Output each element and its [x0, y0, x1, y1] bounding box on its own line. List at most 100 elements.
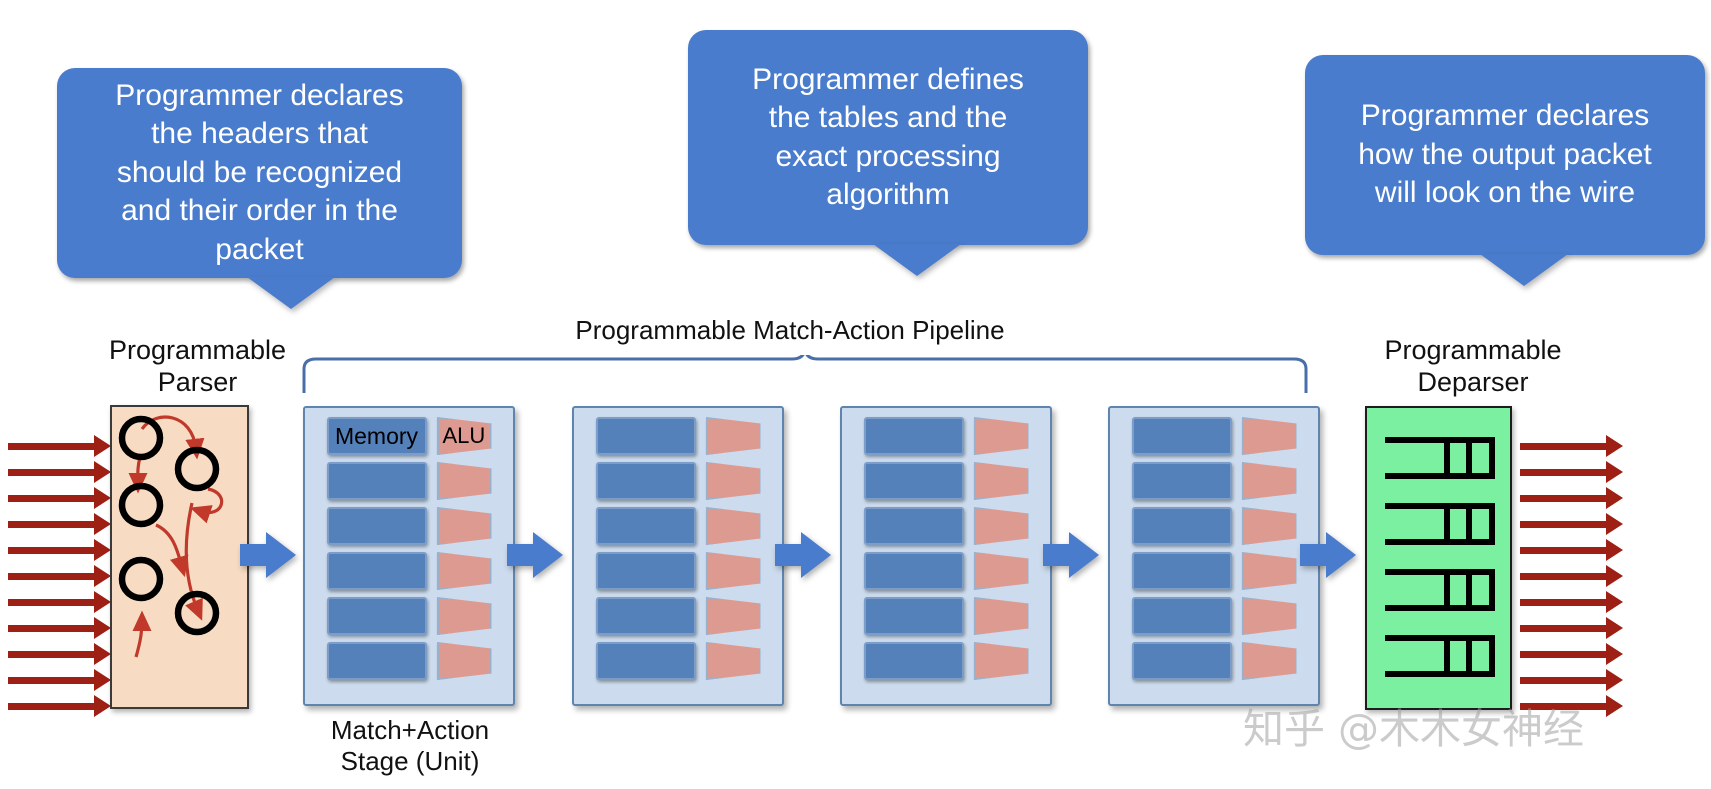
alu-cell — [973, 507, 1029, 545]
alu-cell — [436, 507, 492, 545]
callout-parser-text: Programmer declares the headers that sho… — [115, 79, 404, 266]
memory-cell — [595, 642, 696, 680]
output-packet-icon — [1385, 635, 1495, 677]
output-packet-icon — [1385, 569, 1495, 611]
alu-cell — [705, 507, 761, 545]
alu-cell — [705, 552, 761, 590]
alu-cell — [973, 552, 1029, 590]
packet-in-arrow-icon — [8, 695, 111, 717]
memory-cell — [1131, 417, 1232, 455]
packet-out-arrow-icon — [1520, 591, 1623, 613]
memory-cell — [595, 552, 696, 590]
packet-in-arrow-icon — [8, 591, 111, 613]
callout-pipeline: Programmer defines the tables and the ex… — [688, 30, 1088, 276]
alu-cell — [436, 552, 492, 590]
packet-in-arrow-icon — [8, 461, 111, 483]
packet-out-arrow-icon — [1520, 487, 1623, 509]
alu-cell — [1241, 507, 1297, 545]
memory-cell — [1131, 552, 1232, 590]
alu-cell — [705, 417, 761, 455]
packet-in-arrow-icon — [8, 669, 111, 691]
alu-column — [973, 417, 1029, 680]
packet-in-arrow-icon — [8, 513, 111, 535]
memory-cell — [863, 552, 964, 590]
programmable-deparser-block — [1365, 406, 1512, 710]
callout-tail-icon — [873, 244, 961, 276]
alu-cell — [1241, 552, 1297, 590]
flow-arrow-icon — [240, 532, 296, 578]
packet-out-arrow-icon — [1520, 669, 1623, 691]
packet-out-arrow-icon — [1520, 617, 1623, 639]
alu-column — [1241, 417, 1297, 680]
flow-arrow-icon — [1300, 532, 1356, 578]
alu-cell: ALU — [436, 417, 492, 455]
memory-cell — [595, 507, 696, 545]
memory-cell — [863, 597, 964, 635]
memory-cell — [326, 642, 427, 680]
packet-in-arrow-icon — [8, 617, 111, 639]
packet-in-arrow-icon — [8, 565, 111, 587]
callout-parser: Programmer declares the headers that sho… — [57, 68, 462, 309]
packet-in-arrow-icon — [8, 487, 111, 509]
packet-in-arrow-icon — [8, 435, 111, 457]
memory-cell — [595, 417, 696, 455]
alu-cell — [705, 597, 761, 635]
alu-cell — [1241, 597, 1297, 635]
memory-column — [1131, 417, 1232, 680]
flow-arrow-icon — [507, 532, 563, 578]
memory-cell: Memory — [326, 417, 427, 455]
parser-caption: Programmable Parser — [108, 335, 287, 397]
parser-state-graph-icon — [118, 415, 224, 658]
callout-pipeline-text: Programmer defines the tables and the ex… — [752, 62, 1024, 211]
memory-cell — [1131, 507, 1232, 545]
memory-cell — [863, 642, 964, 680]
packet-out-arrow-icon — [1520, 435, 1623, 457]
alu-cell — [1241, 417, 1297, 455]
memory-cell — [863, 417, 964, 455]
callout-deparser: Programmer declares how the output packe… — [1305, 55, 1705, 286]
packet-out-arrow-icon — [1520, 565, 1623, 587]
pipeline-caption: Programmable Match-Action Pipeline — [575, 315, 1005, 345]
packet-in-arrow-icon — [8, 643, 111, 665]
callout-deparser-text: Programmer declares how the output packe… — [1358, 99, 1652, 210]
match-action-stage — [572, 406, 784, 706]
output-packet-icon — [1385, 437, 1495, 479]
stage-caption: Match+Action Stage (Unit) — [330, 715, 490, 776]
flow-arrow-icon — [1043, 532, 1099, 578]
alu-cell — [1241, 642, 1297, 680]
memory-cell — [1131, 597, 1232, 635]
packet-in-arrow-icon — [8, 539, 111, 561]
memory-cell — [326, 462, 427, 500]
memory-cell — [595, 462, 696, 500]
output-packet-icon — [1385, 503, 1495, 545]
packet-out-arrow-icon — [1520, 643, 1623, 665]
alu-cell — [705, 642, 761, 680]
match-action-stage — [840, 406, 1052, 706]
pipeline-brace-icon — [302, 355, 1308, 393]
alu-cell — [1241, 462, 1297, 500]
watermark: 知乎 @木木女神经 — [1243, 705, 1585, 753]
memory-cell — [326, 597, 427, 635]
memory-cell — [863, 507, 964, 545]
alu-column — [705, 417, 761, 680]
alu-cell — [973, 642, 1029, 680]
memory-cell — [326, 507, 427, 545]
packet-out-arrow-icon — [1520, 539, 1623, 561]
alu-cell — [973, 417, 1029, 455]
memory-cell — [1131, 462, 1232, 500]
alu-cell — [436, 462, 492, 500]
packet-out-arrow-icon — [1520, 461, 1623, 483]
alu-cell — [973, 462, 1029, 500]
memory-column: Memory — [326, 417, 427, 680]
programmable-parser-block — [110, 405, 249, 709]
alu-cell — [973, 597, 1029, 635]
callout-tail-icon — [1480, 254, 1568, 286]
memory-cell — [863, 462, 964, 500]
alu-cell — [436, 642, 492, 680]
memory-cell — [1131, 642, 1232, 680]
match-action-stage — [1108, 406, 1320, 706]
callout-tail-icon — [247, 277, 335, 309]
deparser-caption: Programmable Deparser — [1384, 335, 1562, 397]
